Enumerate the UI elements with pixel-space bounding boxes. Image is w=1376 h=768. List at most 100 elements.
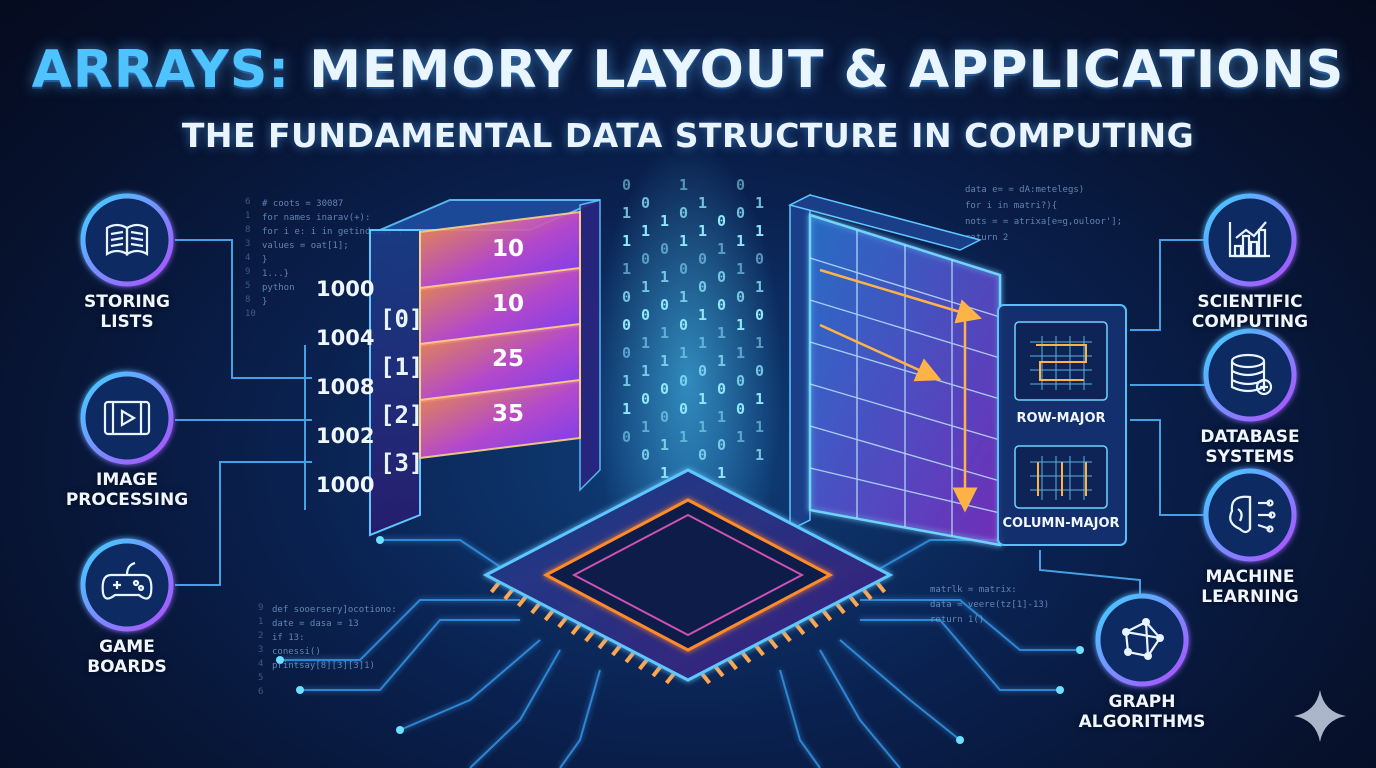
binary-digit: 0 — [641, 194, 650, 212]
application-label-line: DATABASE — [1200, 427, 1300, 447]
graph-application — [1095, 593, 1189, 687]
brain-application — [1203, 468, 1297, 562]
code-lines: data e= = dA:metelegs)for i in matri?){n… — [965, 185, 1122, 243]
chip-pin — [848, 594, 860, 608]
row-major-arrow-1 — [819, 268, 982, 324]
chip-pin — [570, 622, 582, 636]
binary-digit: 1 — [660, 268, 669, 286]
memory-address: 1004 — [316, 326, 374, 350]
page-title: ARRAYS: MEMORY LAYOUT & APPLICATIONS — [0, 40, 1376, 100]
binary-digit: 1 — [736, 316, 745, 334]
binary-digit: 0 — [622, 344, 631, 362]
code-line-number: 10 — [245, 309, 256, 319]
code-line-number: 8 — [245, 295, 250, 305]
database-application — [1203, 328, 1297, 422]
chip-pin — [753, 643, 765, 657]
binary-digit: 0 — [698, 250, 707, 268]
array-value: 25 — [492, 346, 524, 372]
column-major-label: COLUMN-MAJOR — [1002, 516, 1119, 531]
chip-pin — [624, 650, 636, 664]
chip-pin — [861, 587, 873, 601]
binary-digit: 1 — [622, 372, 631, 390]
binary-digit: 1 — [660, 436, 669, 454]
binary-digit: 0 — [660, 380, 669, 398]
code-line: # coots = 30087 — [262, 199, 343, 209]
code-line-number: 5 — [245, 281, 250, 291]
graph-icon — [1122, 618, 1164, 660]
chip-pin — [557, 615, 569, 629]
binary-digit: 1 — [660, 324, 669, 342]
memory-address: 1000 — [316, 473, 374, 497]
gamepad-icon — [101, 561, 153, 600]
code-line: data = veere(tz[1]-13) — [930, 600, 1049, 610]
binary-digit: 0 — [736, 176, 745, 194]
code-line-number: 2 — [258, 631, 263, 641]
binary-digit: 0 — [660, 296, 669, 314]
chip-pin — [740, 650, 752, 664]
binary-digit: 1 — [717, 408, 726, 426]
row-major-arrow-2 — [819, 323, 942, 382]
application-label-line: COMPUTING — [1191, 312, 1309, 332]
code-line: conessi() — [272, 647, 321, 657]
binary-digit: 0 — [679, 400, 688, 418]
chip-pin — [503, 587, 515, 601]
code-line-number: 6 — [245, 197, 250, 207]
database-icon — [1230, 353, 1273, 396]
binary-digit: 0 — [641, 250, 650, 268]
application-label-line: ALGORITHMS — [1078, 712, 1206, 732]
code-line-number: 5 — [258, 673, 263, 683]
binary-digit: 0 — [717, 380, 726, 398]
memory-address: 1008 — [316, 375, 374, 399]
binary-digit: 1 — [698, 418, 707, 436]
binary-digit: 1 — [755, 446, 764, 464]
binary-digit: 0 — [755, 362, 764, 380]
array-cell — [419, 378, 581, 460]
binary-digit: 1 — [717, 240, 726, 258]
film-icon — [103, 400, 151, 436]
binary-digit: 0 — [698, 446, 707, 464]
chip-pin — [530, 601, 542, 615]
binary-digit: 1 — [717, 352, 726, 370]
chip-pin — [638, 657, 650, 671]
chip-pin — [699, 671, 712, 685]
chip-pin — [874, 580, 887, 594]
code-line-number: 6 — [258, 687, 263, 697]
code-line: if 13: — [272, 633, 305, 643]
array-index: [1] — [380, 353, 423, 381]
application-label-line: STORING — [84, 292, 170, 312]
binary-digit: 0 — [717, 268, 726, 286]
binary-digit: 1 — [698, 334, 707, 352]
code-snippet-top-right: data e= = dA:metelegs)for i in matri?){n… — [965, 185, 1122, 243]
chip-core — [542, 498, 834, 652]
code-line: return 1() — [930, 615, 984, 625]
application-label-line: LISTS — [100, 312, 154, 332]
binary-digit: 1 — [755, 194, 764, 212]
binary-digit: 1 — [698, 306, 707, 324]
binary-digit: 1 — [717, 464, 726, 482]
array-value: 10 — [492, 291, 524, 317]
chip-pin — [611, 643, 623, 657]
chart-application — [1203, 193, 1297, 287]
binary-digit: 0 — [622, 428, 631, 446]
code-snippet-bottom-right: matrlk = matrix:data = veere(tz[1]-13)re… — [930, 585, 1049, 625]
binary-digit: 0 — [622, 176, 631, 194]
array-index: [2] — [380, 401, 423, 429]
application-label-line: GAME — [99, 637, 155, 657]
book-icon — [105, 223, 149, 256]
matrix-top — [787, 194, 983, 251]
code-lines: matrlk = matrix:data = veere(tz[1]-13)re… — [930, 585, 1049, 625]
chip-pin — [489, 580, 502, 594]
book-application — [80, 193, 174, 287]
binary-digit: 1 — [755, 334, 764, 352]
binary-digit: 1 — [622, 260, 631, 278]
binary-digit: 0 — [679, 372, 688, 390]
binary-digit: 0 — [755, 250, 764, 268]
code-line: } — [262, 297, 267, 307]
